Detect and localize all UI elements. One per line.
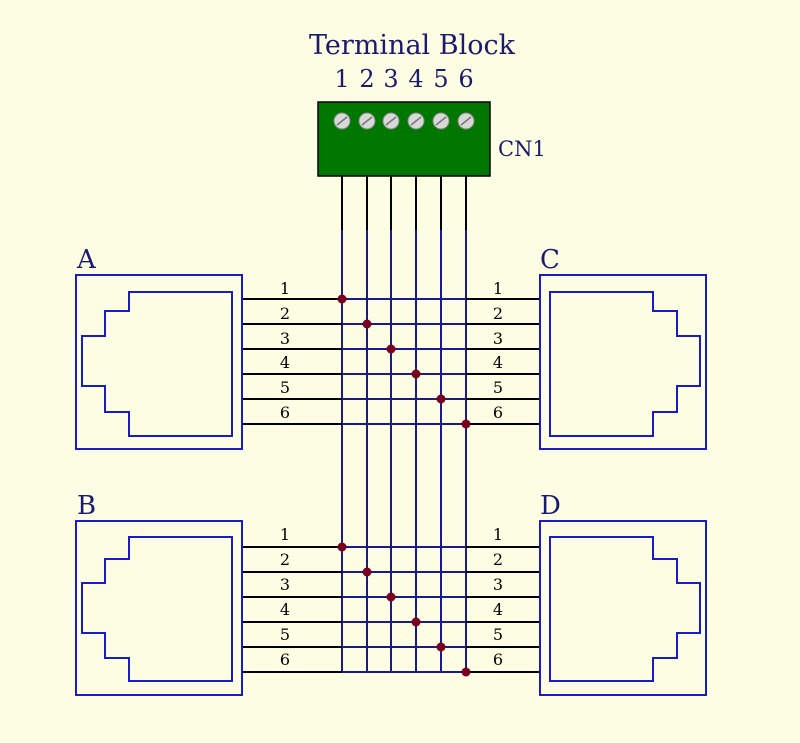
jack-b-pin-labels: 1 2 3 4 5 6 xyxy=(280,525,290,669)
jack-outline xyxy=(75,520,243,696)
pin-label: 2 xyxy=(280,550,290,569)
junction-dot xyxy=(386,344,396,354)
junction-dot xyxy=(386,592,396,602)
junction-dot xyxy=(461,667,471,677)
jack-c-pin-labels: 1 2 3 4 5 6 xyxy=(493,279,503,422)
pin-label: 6 xyxy=(493,650,503,669)
terminal-pin-number: 5 xyxy=(433,65,448,93)
vertical-wires xyxy=(341,176,467,672)
diagram-title: Terminal Block xyxy=(309,30,516,61)
terminal-pin-numbers: 1 2 3 4 5 6 xyxy=(334,65,473,93)
jack-label: D xyxy=(540,491,561,521)
jack-outline xyxy=(539,520,707,696)
pin-label: 1 xyxy=(280,279,290,298)
pin-label: 6 xyxy=(280,403,290,422)
screw-slot xyxy=(410,116,422,126)
pin-label: 4 xyxy=(493,353,503,372)
jack-socket-shape xyxy=(549,536,701,682)
pin-label: 5 xyxy=(493,625,503,644)
pin-label: 4 xyxy=(493,600,503,619)
pin-label: 2 xyxy=(493,304,503,323)
jack-label: A xyxy=(76,245,97,275)
jack-outline xyxy=(75,274,243,450)
junction-dot xyxy=(461,419,471,429)
screw-slot xyxy=(336,116,348,126)
pin-label: 2 xyxy=(280,304,290,323)
terminal-pin-number: 3 xyxy=(383,65,398,93)
pin-label: 4 xyxy=(280,353,290,372)
pin-label: 4 xyxy=(280,600,290,619)
jack-a: A xyxy=(75,245,243,450)
pin-label: 1 xyxy=(493,279,503,298)
pin-label: 3 xyxy=(493,329,503,348)
jack-socket-shape xyxy=(81,291,233,437)
jack-outline xyxy=(539,274,707,450)
pin-label: 1 xyxy=(493,525,503,544)
jack-b: B xyxy=(75,491,243,696)
pin-label: 3 xyxy=(493,575,503,594)
screw-slot xyxy=(460,116,472,126)
junction-dot xyxy=(436,642,446,652)
junction-dot xyxy=(337,294,347,304)
terminal-pin-number: 1 xyxy=(334,65,349,93)
pin-label: 5 xyxy=(280,378,290,397)
jack-d-pin-labels: 1 2 3 4 5 6 xyxy=(493,525,503,669)
junction-dot xyxy=(411,369,421,379)
jack-c: C xyxy=(539,245,707,450)
jack-socket-shape xyxy=(549,291,701,437)
horizontal-wires xyxy=(242,298,540,673)
terminal-pin-number: 6 xyxy=(458,65,473,93)
screw-slot xyxy=(435,116,447,126)
pin-label: 3 xyxy=(280,329,290,348)
terminal-screws xyxy=(333,112,475,130)
jack-socket-shape xyxy=(81,536,233,682)
pin-label: 2 xyxy=(493,550,503,569)
screw-slot xyxy=(361,116,373,126)
junction-dot xyxy=(362,567,372,577)
terminal-pin-number: 4 xyxy=(408,65,423,93)
junction-dot xyxy=(436,394,446,404)
jack-label: C xyxy=(540,245,560,275)
junction-dot xyxy=(362,319,372,329)
terminal-pin-number: 2 xyxy=(359,65,374,93)
jack-a-pin-labels: 1 2 3 4 5 6 xyxy=(280,279,290,422)
jack-d: D xyxy=(539,491,707,696)
pin-label: 5 xyxy=(493,378,503,397)
junction-dot xyxy=(337,542,347,552)
pin-label: 5 xyxy=(280,625,290,644)
pin-label: 1 xyxy=(280,525,290,544)
jack-label: B xyxy=(77,491,96,521)
terminal-block-ref: CN1 xyxy=(498,137,546,161)
pin-label: 6 xyxy=(493,403,503,422)
screw-slot xyxy=(385,116,397,126)
junction-dot xyxy=(411,617,421,627)
pin-label: 3 xyxy=(280,575,290,594)
junction-dots xyxy=(337,294,471,677)
pin-label: 6 xyxy=(280,650,290,669)
